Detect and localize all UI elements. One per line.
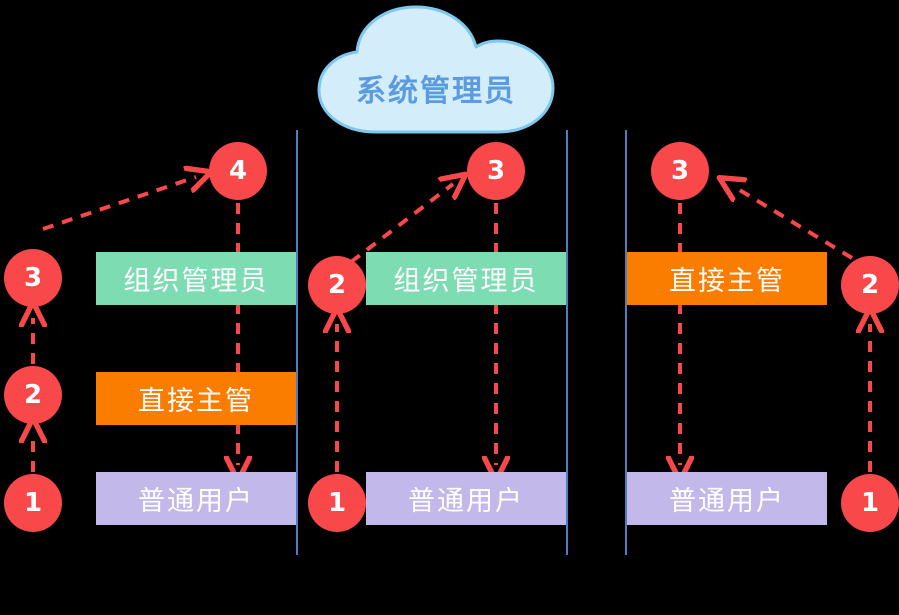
right-step-circle-2: 2 [841,256,899,314]
mid-step-circle-1: 1 [308,474,366,532]
right-box-normal-user: 普通用户 [627,472,827,525]
panel-divider-3 [625,130,627,555]
left-box-direct-supervisor: 直接主管 [96,372,296,425]
right-step-circle-3: 3 [651,142,709,200]
left-box-org-admin: 组织管理员 [96,252,296,305]
right-step-circle-1: 1 [841,474,899,532]
left-step-circle-1: 1 [4,474,62,532]
mid-step-circle-3: 3 [467,142,525,200]
cloud-label: 系统管理员 [356,73,516,109]
mid-step-circle-2: 2 [308,256,366,314]
cloud-icon [317,5,555,134]
panel-divider-1 [296,130,298,555]
mid-box-org-admin: 组织管理员 [366,252,566,305]
arrow-mid-2-to-3 [349,184,453,264]
left-box-normal-user: 普通用户 [96,472,296,525]
mid-box-normal-user: 普通用户 [366,472,566,525]
panel-divider-2 [566,130,568,555]
system-admin-cloud: 系统管理员 [313,4,559,137]
left-step-circle-4: 4 [209,142,267,200]
arrow-right-2-to-3 [733,186,854,260]
right-box-direct-supervisor: 直接主管 [627,252,827,305]
left-step-circle-3: 3 [4,249,62,307]
left-step-circle-2: 2 [4,366,62,424]
arrow-left-3-to-4 [42,177,196,231]
